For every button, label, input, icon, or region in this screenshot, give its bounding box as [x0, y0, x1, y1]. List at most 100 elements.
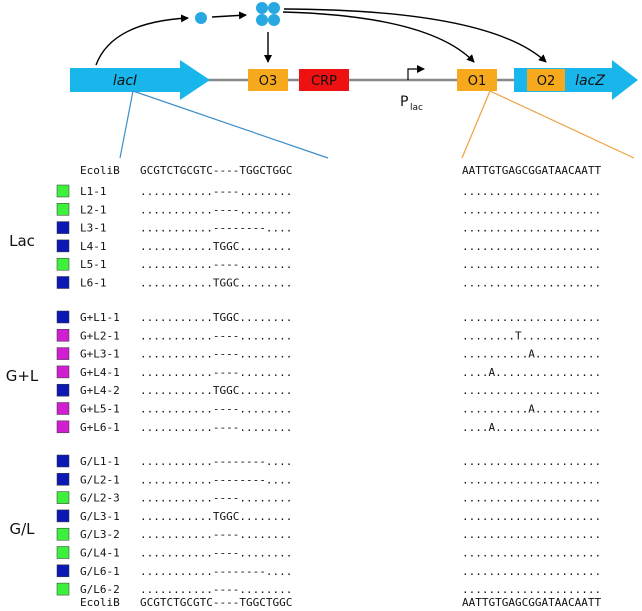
sample-name: L3-1	[80, 222, 107, 235]
sample-name: G/L1-1	[80, 455, 120, 468]
lacZ-sequence: .....................	[462, 528, 601, 541]
lacI-sequence: ...........TGGC........	[140, 311, 292, 324]
lacI-sequence: ...........--------....	[140, 455, 292, 468]
lacZ-sequence: ....A................	[462, 421, 601, 434]
alignment-row: G+L5-1...........----..................A…	[56, 402, 601, 416]
sample-name: G/L4-1	[80, 547, 120, 560]
alignment-row: G/L2-1...........--------...............…	[56, 473, 601, 486]
sample-name: G/L2-3	[80, 492, 120, 505]
lacI-sequence: ...........----........	[140, 185, 292, 198]
operator-O2-label: O2	[537, 74, 556, 89]
promoter-arrow-icon	[407, 65, 425, 80]
sample-name: L5-1	[80, 258, 107, 271]
lacZ-sequence: .....................	[462, 311, 601, 324]
operator-O3-label: O3	[259, 74, 278, 89]
lacZ-sequence: ....A................	[462, 366, 601, 379]
alignment-row: G/L4-1 ...........----...................…	[56, 546, 601, 560]
lacI-sequence: ...........----........	[140, 547, 292, 560]
lacZ-sequence: .....................	[462, 240, 601, 253]
lacI-sequence: ...........----........	[140, 403, 292, 416]
lacI-sequence: ...........----........	[140, 528, 292, 541]
color-swatch	[56, 329, 70, 342]
alignment-row: L1-1 ...........----.....................…	[56, 184, 601, 198]
tetramer-to-O2-arrow	[283, 8, 547, 63]
lacI-zoom-line-right	[132, 90, 329, 159]
lacZ-zoom-line-left	[461, 90, 491, 159]
lacZ-sequence: .....................	[462, 583, 601, 596]
color-swatch	[56, 546, 70, 559]
alignment-row: G/L6-2 ...........----...................…	[56, 582, 601, 596]
alignment-row: G/L3-2...........----...................…	[56, 527, 601, 541]
operator-O1-label: O1	[468, 74, 487, 89]
operon-schematic: lacI O3 CRP P lac O1 O2 lacZ	[70, 2, 638, 159]
lacZ-sequence: .....................	[462, 455, 601, 468]
operator-O3-box	[248, 69, 288, 91]
lacZ-sequence: .....................	[462, 222, 601, 235]
alignment-row: G/L6-1...........--------...............…	[56, 564, 601, 578]
reference-lacZ-sequence: AATTGTGAGCGGATAACAATT	[462, 596, 601, 609]
color-swatch	[56, 491, 70, 504]
lacZ-sequence: .....................	[462, 185, 601, 198]
color-swatch	[56, 383, 70, 397]
lacZ-gene-label: lacZ	[575, 73, 605, 89]
lacI-sequence: ...........----........	[140, 492, 292, 505]
alignment-row: G+L6-1 ...........----........ ....A......…	[56, 420, 601, 434]
alignment-row: G/L3-1...........TGGC...................…	[56, 509, 601, 523]
lacZ-sequence: ..........A..........	[462, 348, 601, 361]
lacZ-sequence: .....................	[462, 565, 601, 578]
lacZ-sequence: ........T............	[462, 329, 601, 342]
sample-name: G/L6-2	[80, 583, 120, 596]
reference-lacI-sequence: GCGTCTGCGTC----TGGCTGGC	[140, 164, 292, 177]
sample-name: G+L2-1	[80, 329, 120, 342]
sample-name: L1-1	[80, 185, 107, 198]
monomer-to-tetramer-arrow	[211, 11, 247, 20]
lacI-sequence: ...........----........	[140, 348, 292, 361]
sample-name: G/L3-1	[80, 510, 120, 523]
group-label: G/L	[9, 520, 35, 538]
color-swatch	[56, 420, 70, 434]
alignment-row: L3-1...........--------.................…	[56, 221, 601, 235]
svg-text:lac: lac	[410, 103, 423, 113]
lacZ-sequence: .....................	[462, 547, 601, 560]
sample-name: G+L3-1	[80, 348, 120, 361]
lacZ-sequence: .....................	[462, 203, 601, 216]
alignment-row: G+L4-1...........----............A......…	[56, 365, 601, 379]
repressor-monomer-icon	[195, 12, 207, 24]
group-label: Lac	[9, 232, 35, 250]
sample-name: L4-1	[80, 240, 107, 253]
group-label: G+L	[6, 367, 39, 385]
lacI-sequence: ...........----........	[140, 583, 292, 596]
group-2: G/L1-1 ...........--------...............…	[9, 454, 601, 596]
sample-name: G/L6-1	[80, 565, 120, 578]
lacI-gene-label: lacI	[113, 73, 137, 89]
alignment-row: G/L1-1 ...........--------...............…	[56, 454, 601, 468]
lacZ-sequence: .....................	[462, 492, 601, 505]
operator-O2-box	[527, 69, 565, 91]
color-swatch	[56, 203, 70, 216]
sample-name: L6-1	[80, 277, 107, 290]
lacZ-sequence: .....................	[462, 277, 601, 290]
promoter-label: P lac	[400, 94, 423, 113]
lacZ-sequence: .....................	[462, 473, 601, 486]
color-swatch	[56, 473, 70, 486]
color-swatch	[56, 310, 70, 324]
repressor-tetramer-icon	[256, 2, 280, 26]
lacI-sequence: ...........----........	[140, 329, 292, 342]
lacI-gene-arrow	[70, 60, 210, 100]
color-swatch	[56, 347, 70, 360]
alignment-row: L6-1...........TGGC.....................…	[56, 276, 601, 290]
reference-name: EcoliB	[80, 164, 120, 177]
alignment-row: G+L2-1 ...........----........ ........T..…	[56, 329, 601, 342]
color-swatch	[56, 184, 70, 198]
alignment-row: G+L3-1 ...........----........ ..........A…	[56, 347, 601, 361]
lacI-sequence: ...........TGGC........	[140, 510, 292, 523]
color-swatch	[56, 402, 70, 415]
crp-site-box	[299, 69, 349, 91]
lacI-sequence: ...........----........	[140, 421, 292, 434]
operator-O1-box	[457, 69, 497, 91]
sample-name: L2-1	[80, 203, 107, 216]
sample-name: G+L6-1	[80, 421, 120, 434]
sequence-alignment: EcoliB GCGTCTGCGTC----TGGCTGGC AATTGTGAGCG…	[6, 164, 602, 609]
alignment-row: G/L2-3 ...........----...................…	[56, 491, 601, 505]
